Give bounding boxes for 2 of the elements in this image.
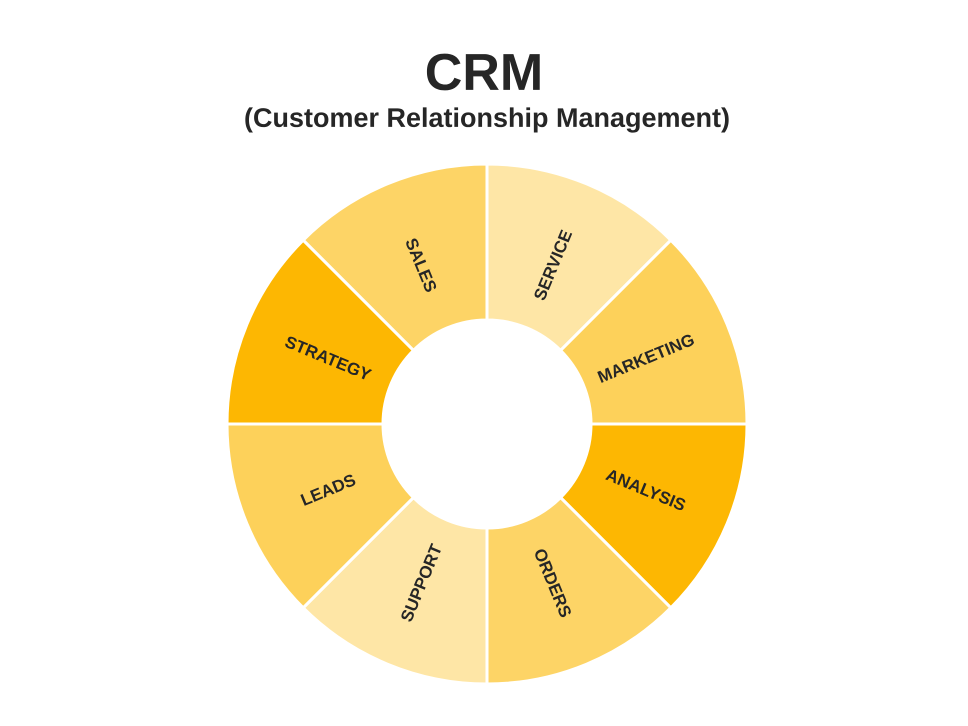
title: CRM [426,54,540,90]
subtitle: (Customer Relationship Management) [245,107,729,133]
